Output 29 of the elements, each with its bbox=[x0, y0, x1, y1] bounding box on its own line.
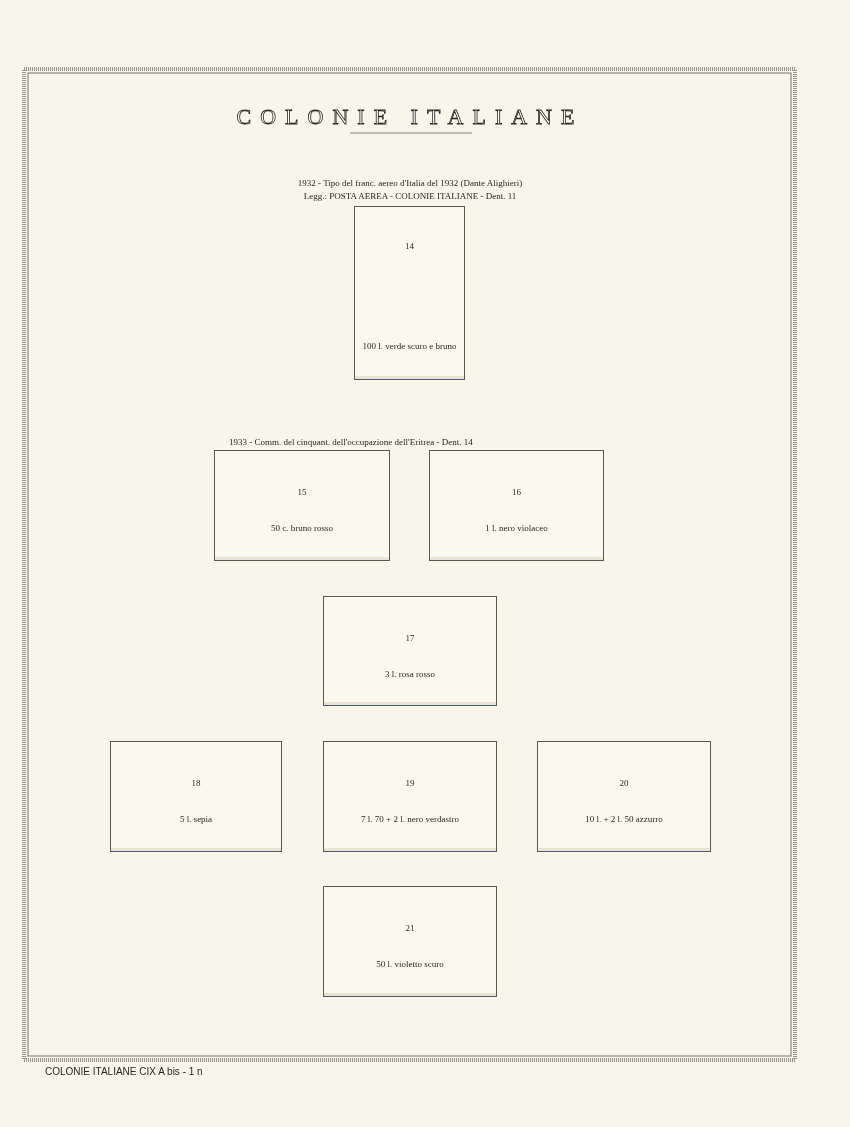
page-footer: COLONIE ITALIANE CIX A bis - 1 n bbox=[45, 1066, 203, 1077]
stamp-number: 19 bbox=[404, 778, 416, 789]
stamp-description: 50 l. violetto scuro bbox=[375, 959, 445, 970]
stamp-description: 3 l. rosa rosso bbox=[384, 669, 436, 680]
stamp-number: 20 bbox=[618, 778, 630, 789]
section-heading: Legg.: POSTA AEREA - COLONIE ITALIANE - Dent. 11 bbox=[302, 191, 518, 201]
stamp-mount bbox=[214, 450, 390, 561]
stamp-description: 5 l. sepia bbox=[178, 814, 214, 825]
stamp-description: 50 c. bruno rosso bbox=[270, 523, 334, 534]
stamp-number: 17 bbox=[404, 633, 416, 644]
section-heading: 1932 - Tipo del franc. aereo d'Italia del 1932 (Dante Alighieri) bbox=[296, 178, 524, 188]
stamp-number: 21 bbox=[404, 923, 416, 934]
page-title: COLONIE ITALIANE bbox=[235, 104, 585, 130]
stamp-description: 100 l. verde scuro e bruno bbox=[361, 341, 458, 352]
stamp-mount bbox=[323, 741, 497, 852]
stamp-mount bbox=[537, 741, 711, 852]
stamp-mount bbox=[323, 886, 497, 997]
stamp-mount bbox=[429, 450, 604, 561]
section-heading: 1933 - Comm. del cinquant. dell'occupazione dell'Eritrea - Dent. 14 bbox=[229, 437, 473, 447]
stamp-number: 18 bbox=[190, 778, 202, 789]
stamp-mount bbox=[110, 741, 282, 852]
stamp-number: 16 bbox=[511, 487, 522, 498]
stamp-description: 10 l. + 2 l. 50 azzurro bbox=[584, 814, 664, 825]
stamp-mount bbox=[354, 206, 465, 380]
stamp-description: 1 l. nero violaceo bbox=[484, 523, 549, 534]
stamp-number: 14 bbox=[404, 241, 415, 252]
stamp-number: 15 bbox=[296, 487, 308, 498]
stamp-mount bbox=[323, 596, 497, 706]
stamp-description: 7 l. 70 + 2 l. nero verdastro bbox=[360, 814, 460, 825]
